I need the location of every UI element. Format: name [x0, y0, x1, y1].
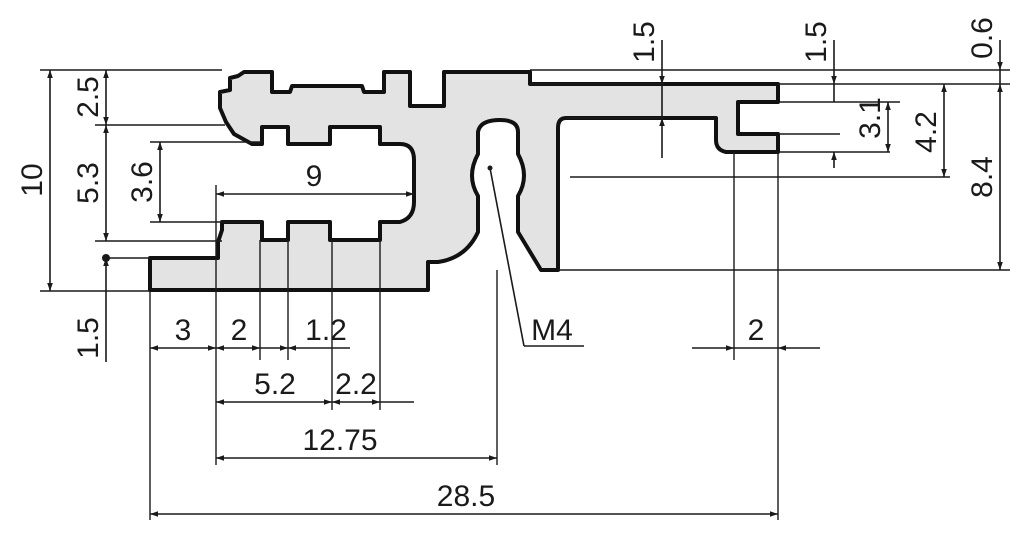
- dim-label-1-2: 1.2: [305, 314, 347, 347]
- extension-lines: [40, 69, 1010, 520]
- dim-label-1-5-top-mid: 1.5: [628, 21, 661, 63]
- dim-label-3: 3: [175, 314, 192, 347]
- dim-label-12-75: 12.75: [302, 424, 377, 457]
- dim-label-1-5-top-right: 1.5: [800, 21, 833, 63]
- thread-callout-m4: M4: [531, 314, 573, 347]
- dim-label-5-2: 5.2: [254, 368, 296, 401]
- dim-label-28-5: 28.5: [437, 480, 495, 513]
- dim-label-3-1: 3.1: [854, 97, 887, 139]
- dim-label-0-6: 0.6: [966, 17, 999, 59]
- vertical-dimension-lines: [47, 40, 1003, 362]
- dim-label-2-2: 2.2: [335, 368, 377, 401]
- dim-label-5-3: 5.3: [72, 162, 105, 204]
- extrusion-profile: [148, 70, 780, 292]
- dim-label-8-4: 8.4: [966, 156, 999, 198]
- dim-label-1-5-bottom: 1.5: [72, 317, 105, 359]
- dim-label-3-6: 3.6: [126, 161, 159, 203]
- m4-leader: [487, 165, 584, 347]
- dim-label-2-groove: 2: [231, 314, 248, 347]
- dim-label-10: 10: [16, 163, 49, 196]
- horizontal-dimension-lines: [150, 191, 820, 517]
- dim-label-2-5: 2.5: [72, 76, 105, 118]
- dim-label-9: 9: [306, 160, 323, 193]
- dim-label-2-right: 2: [748, 314, 765, 347]
- dim-label-4-2: 4.2: [910, 111, 943, 153]
